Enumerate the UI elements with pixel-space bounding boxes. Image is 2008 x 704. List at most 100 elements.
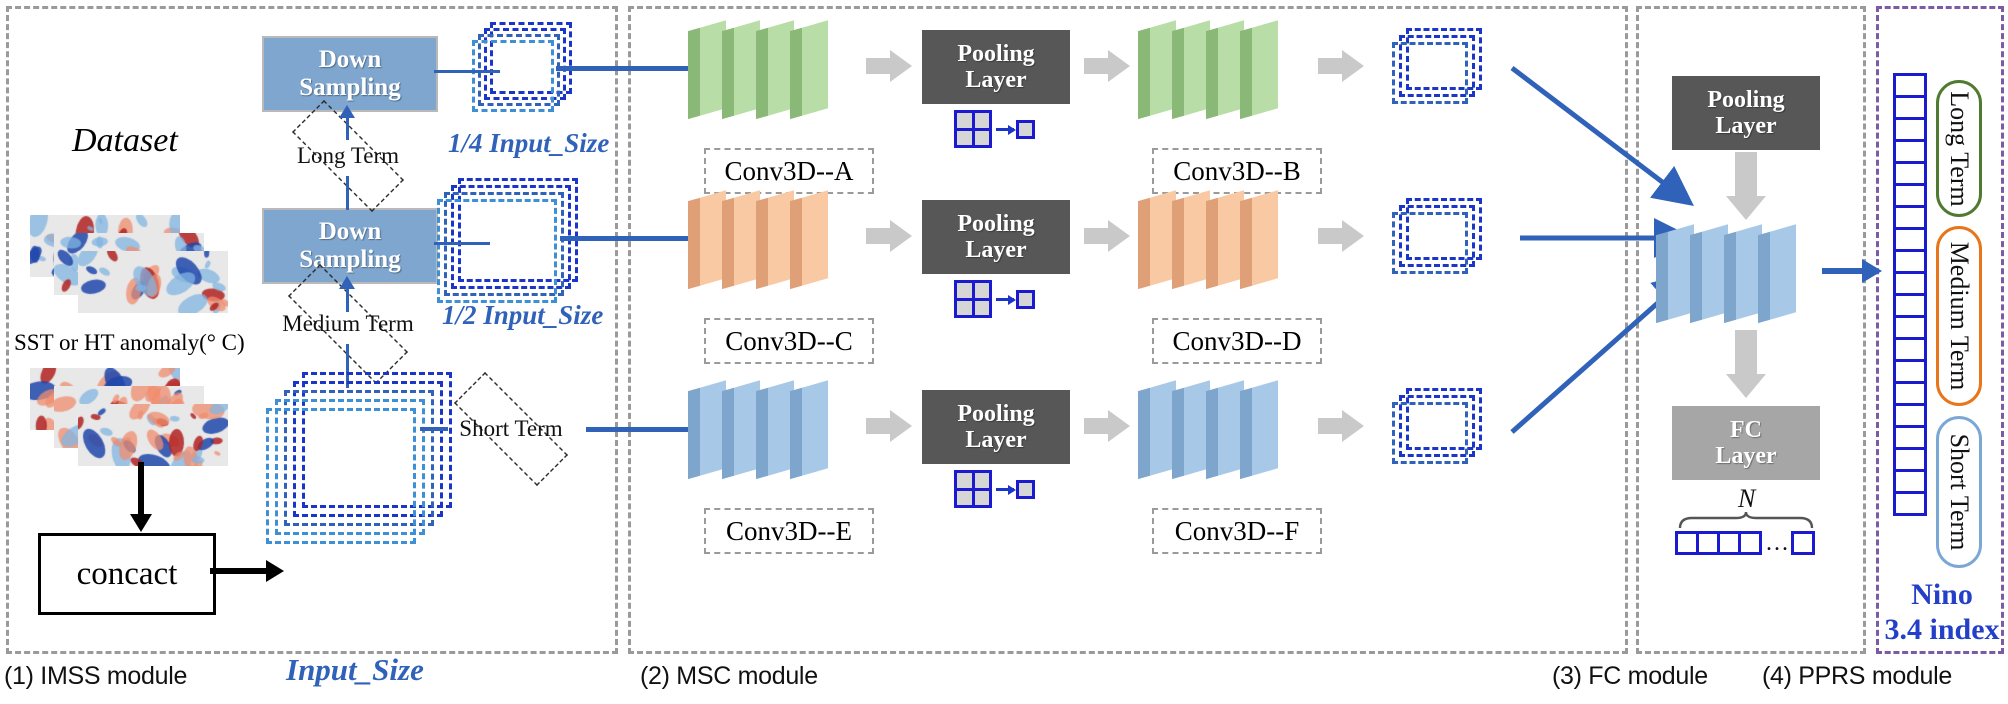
cube-stack-quarter (470, 22, 610, 126)
conv-label-c-text: Conv3D--C (725, 325, 853, 356)
gray-arrow-pool-to-b-head (1108, 50, 1130, 82)
pooling-e-line1: Pooling (957, 400, 1035, 427)
pooling-arrow-icon-e (996, 484, 1016, 495)
conv-label-b-text: Conv3D--B (1173, 155, 1301, 186)
diamond-short-term: Short Term (428, 372, 594, 486)
pooling-icon-c (954, 280, 1040, 320)
conv-label-e-text: Conv3D--E (726, 515, 852, 546)
size-label-quarter: 1/4 Input_Size (448, 128, 610, 158)
cube-stack-input (266, 372, 476, 562)
down-sampling-line2: Sampling (299, 74, 401, 101)
line-dsmed-to-long (346, 176, 349, 210)
pooling-box-a[interactable]: Pooling Layer (922, 30, 1070, 104)
gray-arrow-a-to-pool-head (890, 50, 912, 82)
pooling-icon-e (954, 470, 1040, 510)
arrow-quarter-to-conv-a (556, 66, 692, 71)
pooling-c-line1: Pooling (957, 210, 1035, 237)
pprs-term-short[interactable]: Short Term (1936, 416, 1982, 568)
line-input-to-short-diamond (420, 427, 448, 431)
gray-arrow-e-to-pool-head (890, 410, 912, 442)
arrowhead-long-to-downsampling (339, 105, 355, 118)
gray-arrow-d-to-out (1318, 228, 1344, 244)
pooling-box-e[interactable]: Pooling Layer (922, 390, 1070, 464)
fc-vector-cell (1675, 531, 1699, 555)
module-label-msc: (2) MSC module (640, 662, 818, 690)
module-container-imss (6, 6, 618, 654)
gray-arrow-c-to-pool-head (890, 220, 912, 252)
conv-label-b: Conv3D--B (1152, 148, 1322, 194)
arrow-dataset-to-concact-head (130, 514, 152, 532)
conv3d-slabs-d (1138, 190, 1300, 290)
fc-vector-ellipsis: ... (1766, 529, 1790, 556)
cube-stack-out-c (1390, 198, 1510, 284)
line-long-to-downsampling (346, 112, 349, 140)
pprs-term-short-label: Short Term (1945, 433, 1974, 551)
fc-output-vector: ... (1675, 529, 1815, 556)
module-container-fc (1636, 6, 1866, 654)
conv3d-slabs-c (688, 190, 850, 290)
fc-n-label: N (1738, 484, 1756, 513)
fc-pooling-line1: Pooling (1707, 86, 1785, 113)
pprs-output-line1: Nino (1911, 578, 1973, 611)
size-label-input: Input_Size (286, 652, 424, 687)
pooling-arrow-icon-c (996, 294, 1016, 305)
conv-label-f: Conv3D--F (1152, 508, 1322, 554)
pprs-output-vector (1893, 73, 1927, 516)
pprs-vector-cell (1893, 227, 1927, 252)
fc-arrow-slabs-to-fclayer-head (1726, 374, 1766, 398)
pprs-vector-cell (1893, 381, 1927, 406)
conv-label-a-text: Conv3D--A (724, 155, 854, 186)
cube-stack-half (432, 178, 612, 314)
gray-arrow-b-to-out (1318, 58, 1344, 74)
conv3d-slabs-a (688, 20, 850, 120)
gray-arrow-e-to-pool (866, 418, 892, 434)
down-sampling-box-medium[interactable]: Down Sampling (262, 208, 438, 284)
line-ds-top-to-quarter (434, 70, 500, 73)
down-sampling-box-long[interactable]: Down Sampling (262, 36, 438, 112)
line-medium-to-downsampling (346, 284, 349, 312)
pprs-term-medium-label: Medium Term (1945, 241, 1974, 391)
heatmap-stack-ht (30, 368, 230, 468)
fc-vector-cell-last (1791, 531, 1815, 555)
gray-arrow-b-to-out-head (1342, 50, 1364, 82)
pooling-e-line2: Layer (965, 427, 1027, 453)
pprs-vector-cell (1893, 491, 1927, 516)
pooling-arrow-icon-a (996, 124, 1016, 135)
gray-arrow-pool-to-d (1084, 228, 1110, 244)
pooling-box-c[interactable]: Pooling Layer (922, 200, 1070, 274)
gray-arrow-a-to-pool (866, 58, 892, 74)
arrowhead-fc-to-pprs (1862, 259, 1882, 283)
down-sampling-line1b: Down (318, 218, 382, 245)
pprs-term-long[interactable]: Long Term (1936, 80, 1982, 217)
module-label-fc: (3) FC module (1552, 662, 1708, 690)
fc-vector-cell (1696, 531, 1720, 555)
dataset-caption: SST or HT anomaly(° C) (14, 330, 245, 355)
fc-pooling-box[interactable]: Pooling Layer (1672, 76, 1820, 150)
fc-layer-box[interactable]: FC Layer (1672, 406, 1820, 480)
fc-arrow-slabs-to-fclayer (1735, 330, 1757, 378)
diamond-medium-term: Medium Term (260, 264, 436, 384)
size-label-half: 1/2 Input_Size (442, 300, 604, 330)
pooling-a-line1: Pooling (957, 40, 1035, 67)
arrow-short-to-conv-e (586, 427, 692, 432)
gray-arrow-pool-to-f (1084, 418, 1110, 434)
heatmap-stack-sst (30, 215, 230, 315)
pooling-grid-icon-c (954, 280, 992, 318)
diamond-long-term: Long Term (268, 100, 428, 212)
fc-arrow-pool-to-slabs-head (1726, 196, 1766, 220)
diamond-label-long: Long Term (296, 143, 400, 168)
fc-layer-line1: FC (1730, 416, 1762, 443)
diamond-label-short: Short Term (459, 416, 563, 441)
pprs-term-medium[interactable]: Medium Term (1936, 226, 1982, 406)
gray-arrow-d-to-out-head (1342, 220, 1364, 252)
conv3d-slabs-b (1138, 20, 1300, 120)
fc-slabs (1656, 224, 1818, 324)
gray-arrow-pool-to-b (1084, 58, 1110, 74)
concact-box[interactable]: concact (38, 533, 216, 615)
arrow-half-to-conv-c (560, 236, 692, 241)
conv-label-a: Conv3D--A (704, 148, 874, 194)
conv-label-c: Conv3D--C (704, 318, 874, 364)
pooling-grid-icon-a (954, 110, 992, 148)
fc-brace (1678, 512, 1814, 529)
gray-arrow-f-to-out-head (1342, 410, 1364, 442)
